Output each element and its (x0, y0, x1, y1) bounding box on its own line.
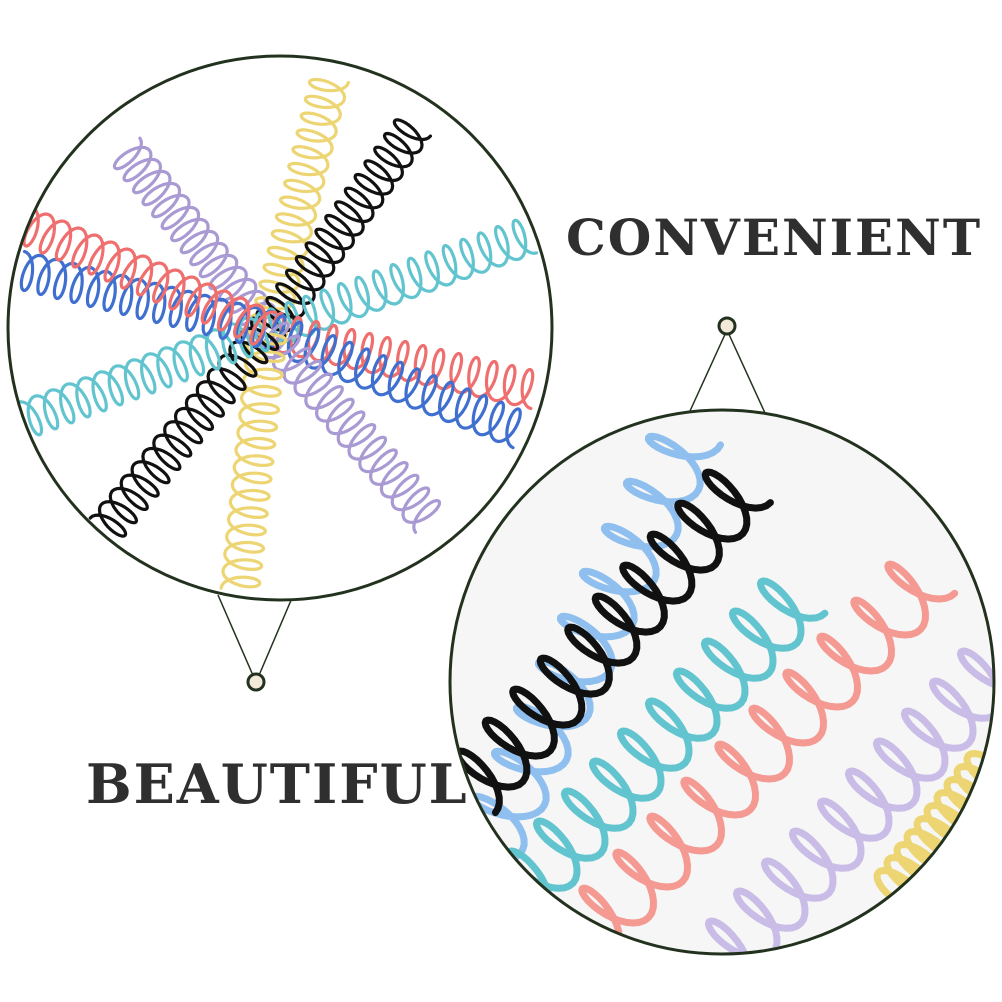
coil-teal-left (16, 310, 270, 437)
coil-blue (259, 314, 522, 450)
coil-coral-closeup (578, 560, 959, 954)
coil-blue-left (19, 249, 275, 349)
coil-yellow-lower (219, 326, 288, 590)
coil-red-left (22, 206, 278, 346)
coil-red (262, 311, 535, 411)
bottom-coils-photo (450, 432, 994, 954)
connector-bottom (689, 316, 766, 414)
bottom-circle-frame (448, 408, 996, 956)
coil-lavender-closeup (704, 647, 994, 954)
coil-yellow (250, 77, 350, 337)
connector-dot-top (246, 672, 266, 692)
top-coils-photo (16, 77, 539, 590)
connector-top (217, 594, 293, 692)
connector-dot-bottom (717, 316, 737, 336)
coil-black-closeup (454, 468, 774, 817)
coil-black (255, 118, 432, 343)
label-beautiful: BEAUTIFUL (86, 752, 469, 816)
coil-teal-closeup (504, 577, 829, 917)
label-convenient: CONVENIENT (566, 208, 983, 267)
coil-black-lower (88, 316, 280, 538)
coil-teal (266, 218, 539, 350)
coil-purple-lower (251, 321, 442, 534)
top-circle-frame (6, 54, 554, 602)
